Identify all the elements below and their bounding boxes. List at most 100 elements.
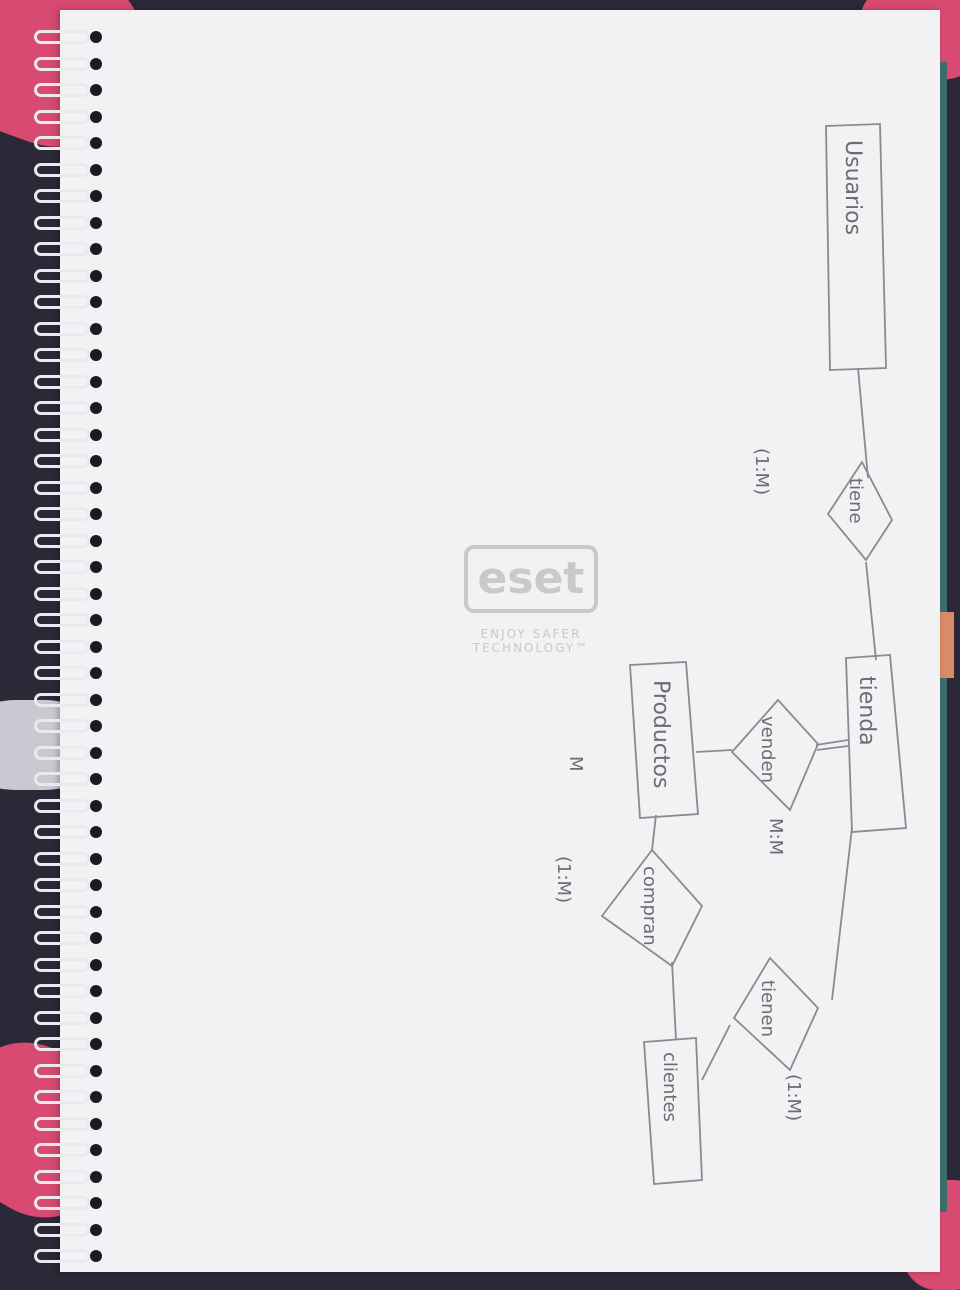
- punch-hole: [90, 57, 102, 70]
- line-tienda-venden: [815, 739, 849, 746]
- punch-hole: [90, 1144, 102, 1156]
- relationship-tienen-label: tienen: [757, 980, 778, 1037]
- spiral-ring: [34, 56, 90, 71]
- spiral-ring: [34, 878, 90, 892]
- punch-hole: [90, 243, 102, 255]
- spiral-ring: [34, 480, 90, 495]
- punch-hole: [90, 1091, 102, 1103]
- punch-hole: [90, 534, 102, 547]
- spiral-ring: [34, 666, 90, 680]
- line-tienda-venden-2: [816, 745, 849, 751]
- cardinality-tienen: (1:M): [783, 1074, 804, 1121]
- entity-clientes-box: [643, 1037, 703, 1185]
- punch-hole: [90, 746, 102, 759]
- entity-tienda-box: [845, 654, 907, 833]
- spiral-ring: [34, 692, 90, 707]
- punch-hole: [90, 693, 102, 706]
- entity-usuarios-label: Usuarios: [840, 140, 865, 235]
- spiral-ring: [34, 1037, 90, 1051]
- punch-hole: [90, 640, 102, 653]
- punch-hole: [90, 614, 102, 626]
- punch-hole: [90, 216, 102, 229]
- punch-hole: [90, 402, 102, 414]
- punch-hole: [90, 322, 102, 335]
- punch-hole: [90, 1064, 102, 1077]
- punch-hole: [90, 1117, 102, 1130]
- spiral-ring: [34, 533, 90, 548]
- spiral-ring: [34, 189, 90, 203]
- spiral-ring: [34, 560, 90, 574]
- punch-hole: [90, 799, 102, 812]
- spiral-ring: [34, 1249, 90, 1263]
- cardinality-m-mark: M: [565, 756, 586, 772]
- punch-hole: [90, 1197, 102, 1209]
- punch-hole: [90, 455, 102, 467]
- spiral-ring: [34, 30, 90, 44]
- spiral-ring: [34, 374, 90, 389]
- entity-usuarios-box: [825, 123, 887, 371]
- punch-hole: [90, 667, 102, 679]
- spiral-ring: [34, 772, 90, 786]
- spiral-ring: [34, 931, 90, 945]
- spiral-ring: [34, 825, 90, 839]
- punch-hole: [90, 1038, 102, 1050]
- punch-hole: [90, 958, 102, 971]
- punch-hole: [90, 852, 102, 865]
- cardinality-compran: (1:M): [553, 856, 574, 903]
- line-compran-clientes: [671, 961, 677, 1041]
- punch-hole: [90, 269, 102, 282]
- punch-hole: [90, 1170, 102, 1183]
- spiral-ring: [34, 1063, 90, 1078]
- line-tienen-clientes: [701, 1024, 731, 1081]
- spiral-ring: [34, 798, 90, 813]
- line-tienda-tienen: [831, 827, 853, 1001]
- spiral-ring: [34, 454, 90, 468]
- spiral-ring: [34, 215, 90, 230]
- spiral-ring: [34, 1090, 90, 1104]
- spiral-ring: [34, 268, 90, 283]
- line-venden-productos: [695, 749, 733, 753]
- punch-hole: [90, 31, 102, 43]
- punch-hole: [90, 879, 102, 891]
- spiral-ring: [34, 904, 90, 919]
- line-usuarios-tiene: [857, 367, 869, 479]
- punch-hole: [90, 826, 102, 838]
- spiral-ring: [34, 83, 90, 97]
- punch-hole: [90, 1250, 102, 1262]
- spiral-ring: [34, 348, 90, 362]
- relationship-compran-diamond: [600, 848, 704, 968]
- spiral-ring: [34, 745, 90, 760]
- spiral-ring: [34, 1196, 90, 1210]
- spiral-ring: [34, 957, 90, 972]
- relationship-venden-diamond: [730, 698, 820, 812]
- punch-hole: [90, 296, 102, 308]
- entity-productos-label: Productos: [648, 680, 673, 788]
- punch-hole: [90, 375, 102, 388]
- entity-productos-box: [629, 661, 699, 819]
- spiral-ring: [34, 507, 90, 521]
- punch-hole: [90, 561, 102, 573]
- spiral-ring: [34, 1169, 90, 1184]
- line-productos-compran: [651, 814, 657, 851]
- punch-hole: [90, 932, 102, 944]
- punch-hole: [90, 349, 102, 361]
- spiral-ring: [34, 719, 90, 733]
- relationship-venden-label: venden: [757, 716, 778, 783]
- relationship-compran-label: compran: [639, 866, 660, 946]
- spiral-ring: [34, 401, 90, 415]
- punch-hole: [90, 110, 102, 123]
- spiral-ring: [34, 851, 90, 866]
- spiral-ring: [34, 321, 90, 336]
- spiral-ring: [34, 1143, 90, 1157]
- spiral-ring: [34, 162, 90, 177]
- spiral-ring: [34, 136, 90, 150]
- punch-hole: [90, 587, 102, 600]
- punch-hole: [90, 773, 102, 785]
- eset-tagline-1: ENJOY SAFER: [480, 627, 582, 641]
- entity-tienda-label: tienda: [854, 676, 879, 746]
- spiral-ring: [34, 1222, 90, 1237]
- spiral-ring: [34, 586, 90, 601]
- punch-hole: [90, 163, 102, 176]
- eset-logo: eset: [463, 545, 599, 613]
